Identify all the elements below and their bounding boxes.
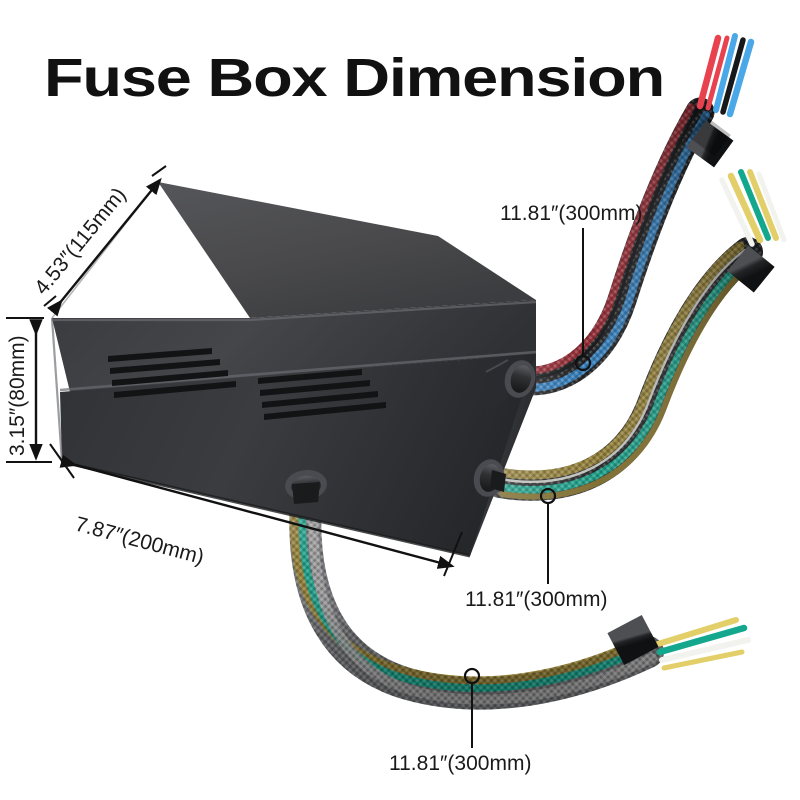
fuse-box-top-face [158,182,536,318]
cable-bottom-wire-ends [655,617,751,671]
dimension-depth: 4.53″(115mm) [30,165,167,317]
cable-middle-right-boot [727,245,775,293]
fuse-box-front-upper [52,300,536,392]
cable-gland-middle-right [473,459,506,497]
fuse-box-mounting-tab [485,359,509,412]
fuse-box [50,181,537,558]
page-title: Fuse Box Dimension [44,48,664,108]
callout-cable-top-right: 11.81″(300mm) [500,202,642,372]
callout-cable-top-right-label: 11.81″(300mm) [500,202,642,225]
cable-middle-right [485,169,787,501]
fuse-box-vent-group-1 [108,348,236,398]
cable-top-right-wire-ends [696,33,755,118]
callout-cable-middle-right-label: 11.81″(300mm) [465,588,607,611]
cable-bottom-boot [607,615,659,665]
fuse-box-lid-seam [59,350,537,392]
callout-cable-bottom-label: 11.81″(300mm) [389,752,531,775]
cable-middle-right-wire-ends [719,169,787,247]
cable-top-right [493,33,755,396]
fuse-box-vent-group-2 [258,369,386,420]
cable-gland-top-right [504,360,536,398]
dimension-width-label: 7.87″(200mm) [73,513,207,569]
callout-cable-bottom: 11.81″(300mm) [389,667,531,775]
dimension-height: 3.15″(80mm) [6,317,52,463]
cable-bottom [289,484,751,710]
cable-top-right-boot [686,115,734,168]
dimension-height-label: 3.15″(80mm) [6,335,29,456]
callout-cable-middle-right: 11.81″(300mm) [465,487,607,611]
